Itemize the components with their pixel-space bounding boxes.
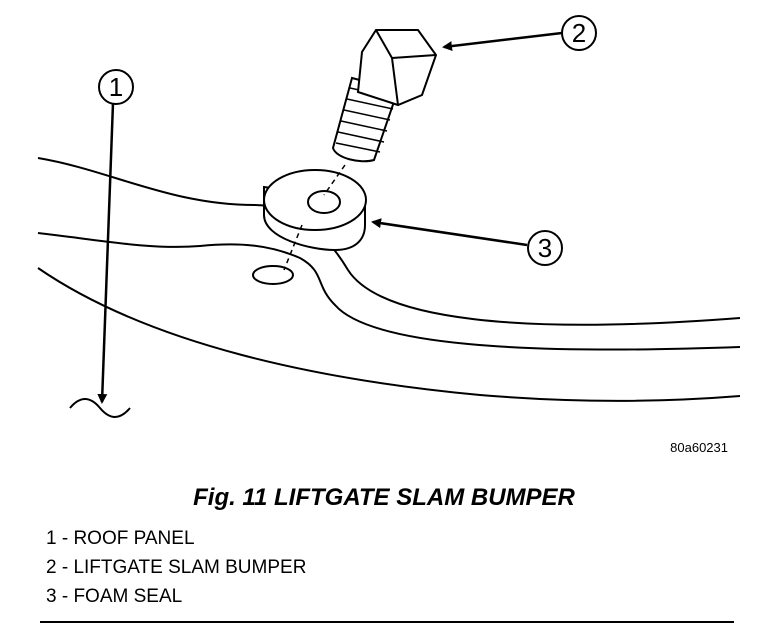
bolt-centerline-upper — [323, 164, 346, 196]
figure-title: Fig. 11 LIFTGATE SLAM BUMPER — [193, 484, 575, 511]
callout-1: 1 — [98, 69, 134, 105]
callout-2-leader — [442, 31, 563, 52]
slam-bumper-bolt — [331, 29, 438, 163]
legend-item-foam-seal: 3 - FOAM SEAL — [46, 586, 183, 607]
figure-code: 80a60231 — [670, 440, 728, 455]
callout-2-number: 2 — [572, 18, 586, 48]
legend: 1 - ROOF PANEL 2 - LIFTGATE SLAM BUMPER … — [46, 524, 306, 611]
liftgate-slam-bumper-diagram: 1 2 3 — [37, 15, 741, 418]
callout-3-number: 3 — [538, 233, 552, 263]
break-symbol — [69, 398, 131, 418]
bottom-rule — [40, 621, 734, 623]
legend-item-slam-bumper: 2 - LIFTGATE SLAM BUMPER — [46, 557, 307, 578]
foam-seal-washer — [263, 169, 367, 252]
callout-3-leader — [371, 218, 528, 247]
mounting-hole — [252, 265, 294, 285]
callout-3: 3 — [527, 230, 563, 266]
callout-1-number: 1 — [109, 72, 123, 102]
legend-item-roof-panel: 1 - ROOF PANEL — [46, 528, 195, 549]
callout-2: 2 — [561, 15, 597, 51]
callout-1-leader — [97, 102, 115, 404]
bolt-centerline — [283, 224, 303, 271]
roof-panel-contours — [37, 157, 741, 402]
